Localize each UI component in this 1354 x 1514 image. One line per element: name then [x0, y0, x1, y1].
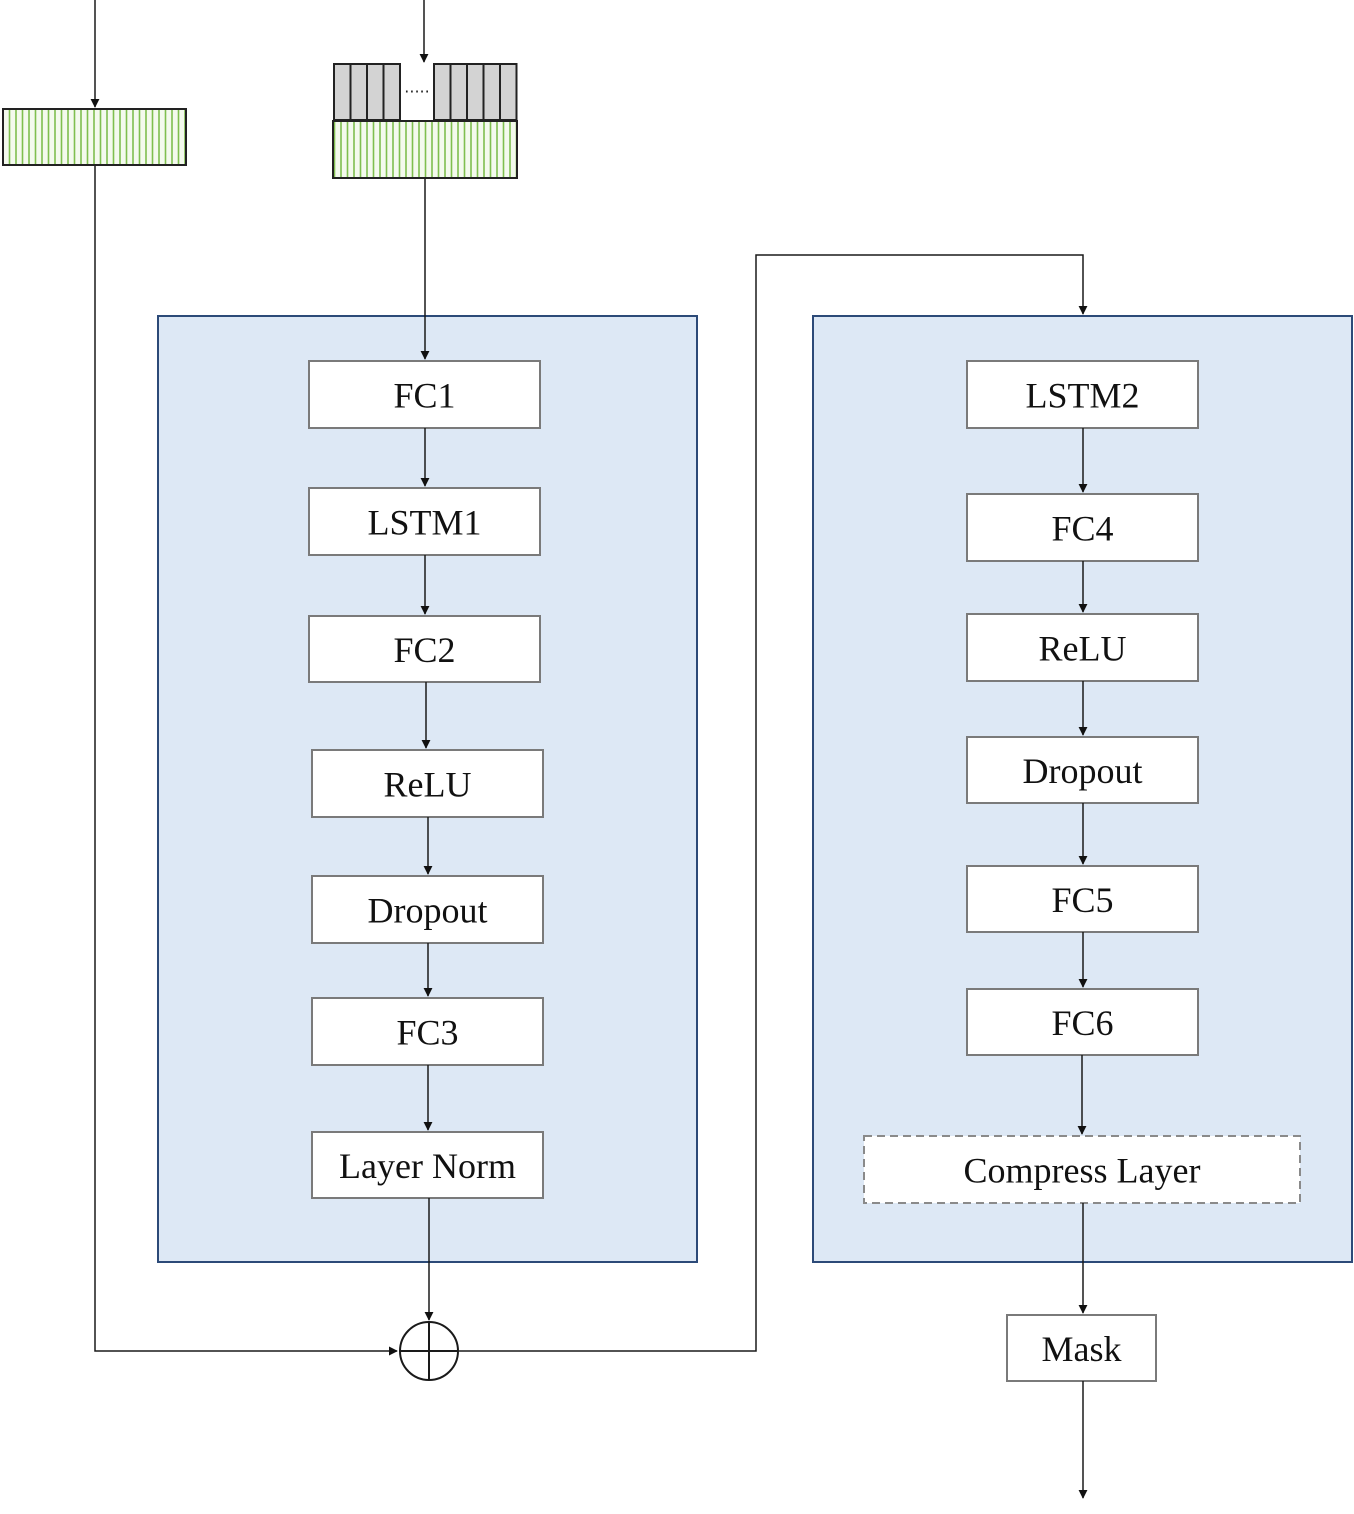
- left-block-edges: [420, 428, 434, 1321]
- right-block-edges: [1077, 428, 1088, 1135]
- left-label-fc1: FC1: [393, 376, 455, 416]
- left-node-lstm1: LSTM1: [308, 487, 541, 556]
- right-node-compress-layer: Compress Layer: [863, 1135, 1301, 1204]
- right-node-lstm2: LSTM2: [966, 360, 1199, 429]
- left-node-fc3: FC3: [311, 997, 544, 1066]
- mask-node: Mask: [1006, 1314, 1157, 1382]
- right-label-lstm2: LSTM2: [1025, 376, 1139, 416]
- right-label-fc5: FC5: [1051, 880, 1113, 920]
- ellipsis-dots: ·····: [404, 82, 429, 101]
- input-feature-stack: ·····: [332, 63, 518, 179]
- right-node-fc4: FC4: [966, 493, 1199, 562]
- left-node-dropout: Dropout: [311, 875, 544, 944]
- right-label-compress-layer: Compress Layer: [964, 1151, 1201, 1191]
- mask-label: Mask: [1042, 1329, 1122, 1369]
- left-label-dropout: Dropout: [368, 891, 488, 931]
- sum-to-lstm2-arrow: [459, 254, 1088, 1352]
- left-label-fc3: FC3: [396, 1013, 458, 1053]
- right-node-fc5: FC5: [966, 865, 1199, 933]
- left-node-fc1: FC1: [308, 360, 541, 429]
- right-node-dropout: Dropout: [966, 736, 1199, 804]
- input-feature-left: [2, 108, 187, 166]
- right-label-relu: ReLU: [1039, 629, 1127, 669]
- left-node-relu: ReLU: [311, 749, 544, 818]
- left-label-relu: ReLU: [384, 765, 472, 805]
- right-label-fc6: FC6: [1051, 1003, 1113, 1043]
- sum-node: [399, 1321, 459, 1381]
- left-label-fc2: FC2: [393, 630, 455, 670]
- left-label-lstm1: LSTM1: [367, 503, 481, 543]
- left-label-layer-norm: Layer Norm: [339, 1146, 516, 1186]
- right-label-dropout: Dropout: [1023, 751, 1143, 791]
- right-node-relu: ReLU: [966, 613, 1199, 682]
- residual-skip-arrow: [94, 166, 398, 1356]
- right-node-fc6: FC6: [966, 988, 1199, 1056]
- right-label-fc4: FC4: [1051, 509, 1113, 549]
- left-node-fc2: FC2: [308, 615, 541, 683]
- left-node-layer-norm: Layer Norm: [311, 1131, 544, 1199]
